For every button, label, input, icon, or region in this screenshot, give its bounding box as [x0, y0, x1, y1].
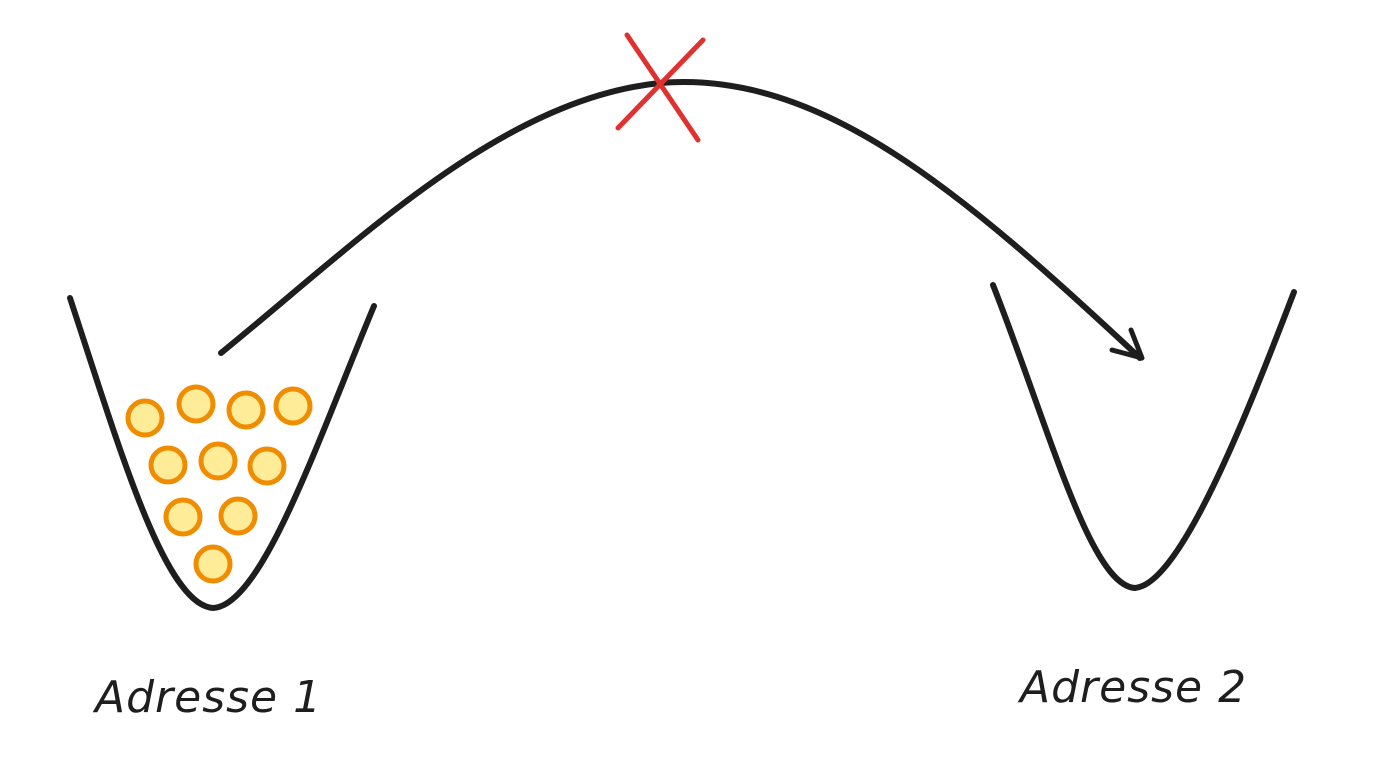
ball — [247, 446, 287, 486]
ball — [198, 441, 238, 481]
address-1-label: Adresse 1 — [95, 672, 323, 723]
ball-group-address-1 — [125, 384, 313, 584]
ball — [226, 390, 266, 430]
ball — [125, 398, 165, 438]
ball — [218, 496, 258, 536]
well-address-1 — [67, 295, 377, 612]
ball — [273, 386, 313, 426]
ball — [176, 384, 216, 424]
address-2-label: Adresse 2 — [1020, 662, 1248, 713]
well-address-2 — [990, 282, 1297, 592]
ball — [163, 497, 203, 537]
ball — [193, 544, 233, 584]
arrowhead-icon — [1109, 327, 1145, 361]
cross-icon — [615, 32, 706, 143]
ball — [148, 445, 188, 485]
